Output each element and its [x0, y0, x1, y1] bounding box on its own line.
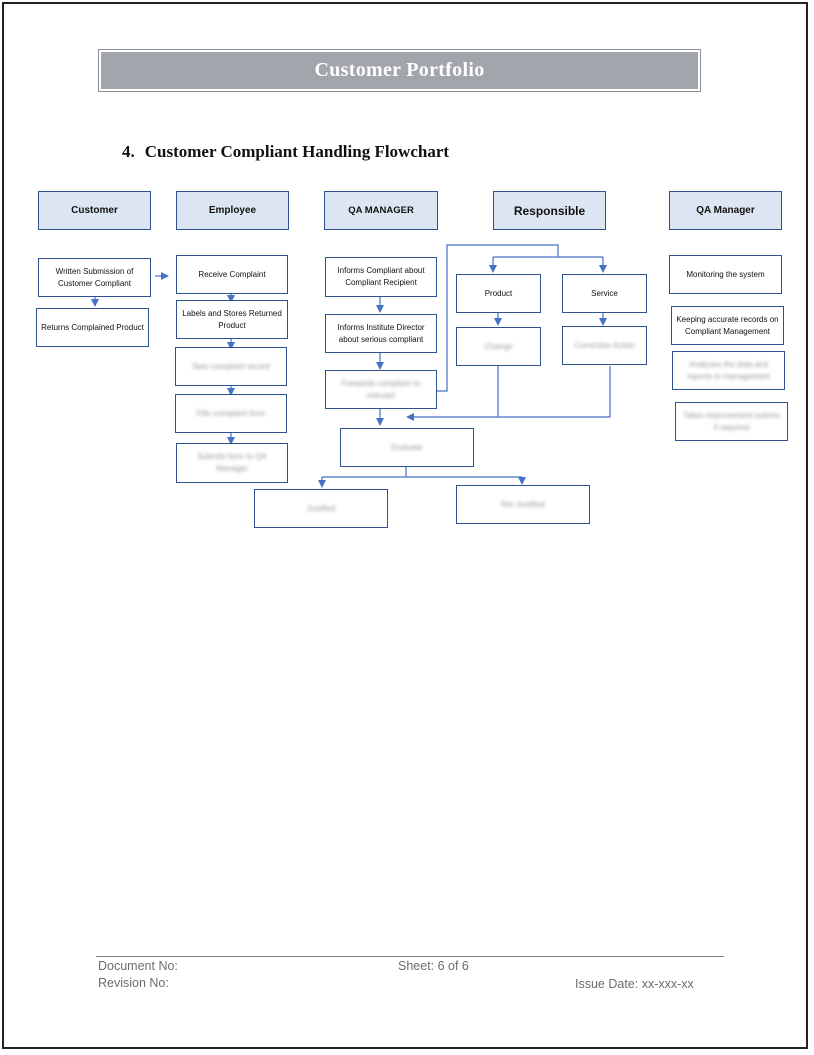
- box-informs-recipient: Informs Compliant about Compliant Recipi…: [325, 257, 437, 297]
- box-product: Product: [456, 274, 541, 313]
- lane-customer: Customer: [38, 191, 151, 230]
- box-qa-step3: Forwards compliant to relevant: [325, 370, 437, 409]
- footer-document-no: Document No:: [98, 959, 178, 973]
- box-employee-step4: Fills complaint form: [175, 394, 287, 433]
- box-qa-step3b: Analyses the data and reports to managem…: [672, 351, 785, 390]
- connector-qa-to-responsible: [437, 244, 559, 392]
- header-bar: Customer Portfolio: [98, 49, 701, 92]
- lane-employee: Employee: [176, 191, 289, 230]
- footer-revision-no: Revision No:: [98, 976, 169, 990]
- box-justified: Justified: [254, 489, 388, 528]
- box-employee-step3: Sets complaint record: [175, 347, 287, 386]
- box-service-action: Corrective Action: [562, 326, 647, 365]
- section-number: 4.: [122, 142, 135, 161]
- blurred-text: Evaluate: [391, 442, 423, 452]
- lane-responsible: Responsible: [493, 191, 606, 230]
- box-keeping-records: Keeping accurate records on Compliant Ma…: [671, 306, 784, 345]
- blurred-text: Analyses the data and reports to managem…: [687, 359, 770, 381]
- box-labels-stores: Labels and Stores Returned Product: [176, 300, 288, 339]
- lane-qa-manager: QA Manager: [669, 191, 782, 230]
- box-product-action: Change: [456, 327, 541, 366]
- footer-sheet: Sheet: 6 of 6: [398, 959, 469, 973]
- footer-divider: [96, 956, 724, 957]
- box-informs-director: Informs Institute Director about serious…: [325, 314, 437, 353]
- box-evaluate: Evaluate: [340, 428, 474, 467]
- section-heading: 4. Customer Compliant Handling Flowchart: [122, 142, 449, 162]
- blurred-text: Forwards compliant to relevant: [341, 378, 421, 400]
- blurred-text: Justified: [306, 503, 336, 513]
- box-qa-step4b: Takes improvement actions if required: [675, 402, 788, 441]
- box-employee-step5: Submits form to QA Manager: [176, 443, 288, 483]
- footer-issue-date: Issue Date: xx-xxx-xx: [575, 977, 694, 991]
- blurred-text: Corrective Action: [574, 340, 635, 350]
- box-returns-product: Returns Complained Product: [36, 308, 149, 347]
- section-title: Customer Compliant Handling Flowchart: [144, 142, 450, 161]
- lane-qa-manager-upper: QA MANAGER: [324, 191, 438, 230]
- blurred-text: Not Justified: [500, 499, 546, 509]
- box-not-justified: Not Justified: [456, 485, 590, 524]
- box-written-submission: Written Submission of Customer Compliant: [38, 258, 151, 297]
- blurred-text: Takes improvement actions if required: [683, 410, 780, 432]
- box-service: Service: [562, 274, 647, 313]
- box-monitoring: Monitoring the system: [669, 255, 782, 294]
- blurred-text: Sets complaint record: [192, 361, 270, 371]
- box-receive-complaint: Receive Complaint: [176, 255, 288, 294]
- page-title: Customer Portfolio: [101, 52, 698, 89]
- blurred-text: Submits form to QA Manager: [197, 452, 267, 473]
- blurred-text: Fills complaint form: [196, 408, 266, 418]
- blurred-text: Change: [484, 341, 513, 351]
